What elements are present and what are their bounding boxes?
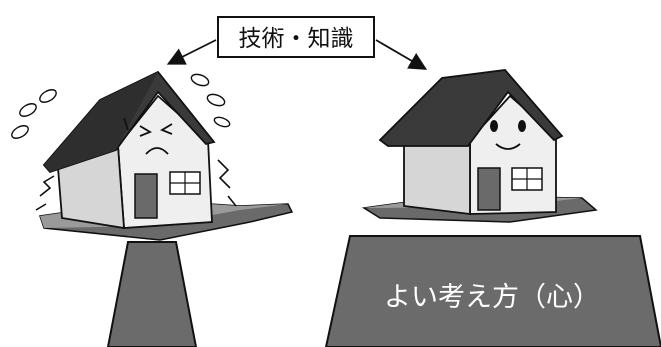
- right-house-roof: [378, 69, 564, 147]
- right-base: よい考え方（心）: [324, 235, 661, 347]
- arrow-right-icon: [375, 39, 428, 70]
- top-label-group: 技術・知識: [217, 16, 375, 58]
- left-house-face: [123, 117, 173, 155]
- top-label-box: [217, 16, 375, 58]
- right-base-trapezoid: [324, 235, 661, 347]
- arrow-left-icon: [166, 39, 217, 65]
- left-house-window: [169, 171, 201, 195]
- crack-icon: [35, 159, 237, 211]
- right-house: [361, 69, 598, 223]
- left-base-trapezoid: [106, 241, 198, 347]
- right-house-door: [477, 167, 501, 211]
- right-house-face: [490, 120, 526, 150]
- right-house-window: [511, 167, 543, 191]
- left-house: [11, 70, 294, 241]
- left-house-door: [134, 173, 158, 219]
- right-base-label: よい考え方（心）: [384, 282, 600, 313]
- right-house-side-wall: [403, 139, 471, 216]
- top-label-text: 技術・知識: [239, 26, 354, 52]
- sweat-drop-icon: [11, 73, 231, 139]
